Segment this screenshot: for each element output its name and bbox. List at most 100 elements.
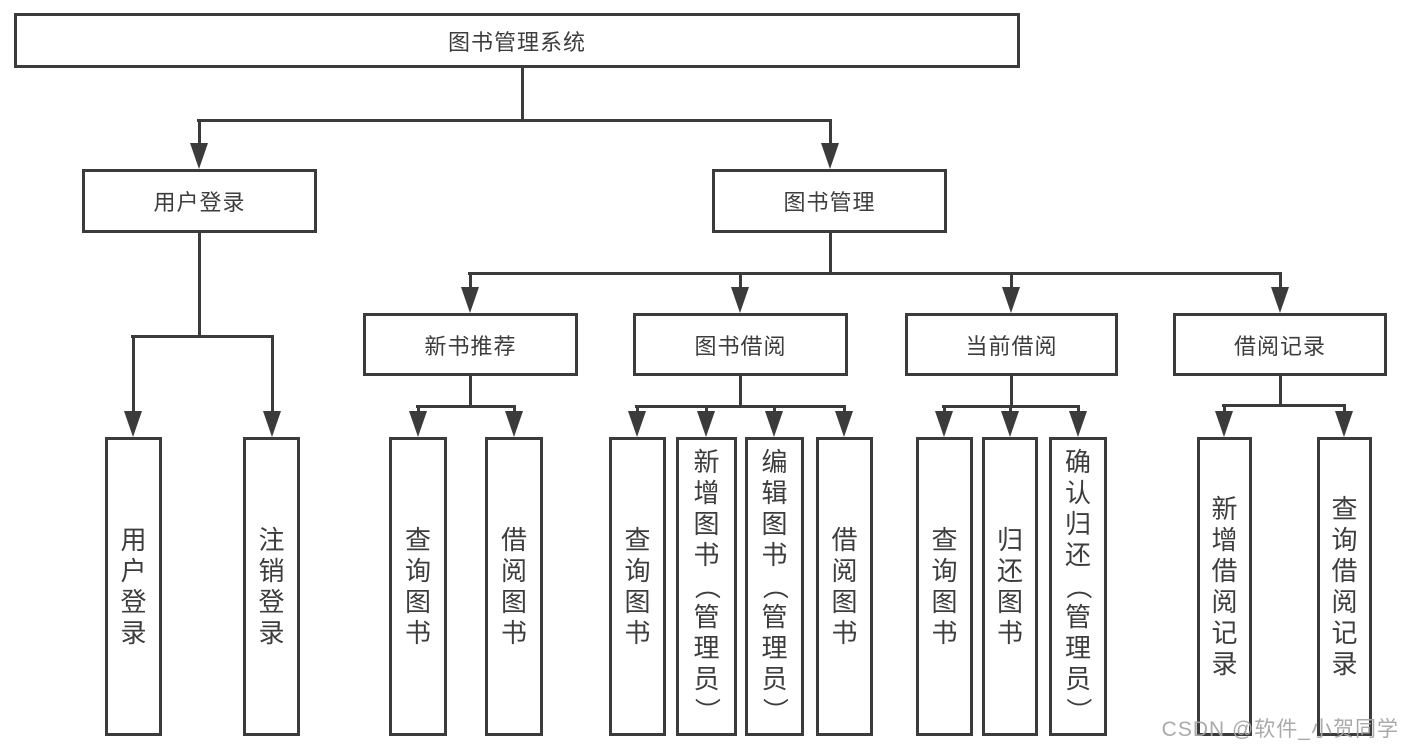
leaf-recommend-borrow-books: 借阅图书 <box>485 437 543 736</box>
node-label-char: 图 <box>831 586 858 617</box>
connector-line <box>1009 405 1012 414</box>
node-label-char: 还 <box>996 555 1023 586</box>
connector-line <box>843 405 846 414</box>
leaf-query-borrow-record: 查询借阅记录 <box>1317 437 1372 736</box>
connector-line <box>636 405 639 414</box>
connector-line <box>739 376 742 407</box>
node-label-char: 阅 <box>1211 586 1238 617</box>
node-label-char: （ <box>692 573 722 600</box>
leaf-user-login: 用户登录 <box>105 437 162 736</box>
arrowhead-icon <box>731 287 749 313</box>
connector-line <box>131 335 273 338</box>
node-label-char: 员 <box>1064 664 1091 694</box>
node-book-management: 图书管理 <box>712 169 947 233</box>
arrowhead-icon <box>1215 411 1233 437</box>
connector-line <box>773 405 776 414</box>
node-label-char: 销 <box>258 555 285 586</box>
node-label-char: 阅 <box>1331 586 1358 617</box>
node-label-char: 查 <box>1331 493 1358 524</box>
connector-line <box>1010 376 1013 407</box>
connector-line <box>1077 405 1080 414</box>
node-label-char: 管 <box>1064 602 1091 632</box>
connector-line <box>513 405 516 414</box>
arrowhead-icon <box>263 411 281 437</box>
node-label-char: 录 <box>1211 648 1238 679</box>
connector-line <box>1343 404 1346 414</box>
node-label-char: 录 <box>1331 648 1358 679</box>
node-label-char: 新 <box>1211 493 1238 524</box>
node-label-char: 用 <box>120 524 147 555</box>
leaf-borrowing-query-books: 查询图书 <box>609 437 666 736</box>
connector-line <box>829 233 832 274</box>
connector-line <box>1222 404 1346 407</box>
node-label-char: 阅 <box>500 555 527 586</box>
connector-line <box>198 233 201 337</box>
node-label-char: 书 <box>500 617 527 648</box>
csdn-watermark: CSDN @软件_小贺同学 <box>1161 718 1399 741</box>
node-user-login: 用户登录 <box>82 169 317 233</box>
connector-line <box>1223 404 1226 414</box>
leaf-confirm-return-admin: 确认归还（管理员） <box>1049 437 1107 736</box>
node-label-char: 登 <box>120 586 147 617</box>
node-label-char: 图 <box>931 586 958 617</box>
node-current-borrowing: 当前借阅 <box>905 313 1118 376</box>
node-label-char: 员 <box>693 664 720 694</box>
node-label-char: 新 <box>693 447 720 477</box>
node-label-char: 询 <box>931 555 958 586</box>
node-label-char: 登 <box>258 586 285 617</box>
connector-line <box>829 119 832 146</box>
node-label-char: 还 <box>1064 540 1091 570</box>
connector-line <box>521 68 524 121</box>
node-borrowing-records: 借阅记录 <box>1173 313 1387 376</box>
node-label-char: 书 <box>624 617 651 648</box>
arrowhead-icon <box>1335 411 1353 437</box>
node-label-char: 借 <box>500 524 527 555</box>
node-label-char: 理 <box>761 633 788 663</box>
connector-line <box>468 272 1281 275</box>
node-label: 图书管理系统 <box>447 29 586 55</box>
arrowhead-icon <box>1069 411 1087 437</box>
node-label-char: 理 <box>1064 633 1091 663</box>
node-label-char: 图 <box>761 509 788 539</box>
leaf-add-books-admin: 新增图书（管理员） <box>676 437 737 736</box>
leaf-add-borrow-record: 新增借阅记录 <box>1197 437 1252 736</box>
arrowhead-icon <box>505 411 523 437</box>
leaf-edit-books-admin: 编辑图书（管理员） <box>745 437 804 736</box>
connector-line <box>416 405 516 408</box>
node-book-borrowing: 图书借阅 <box>633 313 848 376</box>
node-label-char: 借 <box>1211 555 1238 586</box>
node-label-char: 编 <box>761 447 788 477</box>
node-label-char: 增 <box>1211 524 1238 555</box>
node-label-char: 书 <box>761 540 788 570</box>
node-label: 新书推荐 <box>424 333 517 359</box>
node-label-char: （ <box>760 573 790 600</box>
connector-line <box>705 405 708 414</box>
node-label-char: 查 <box>624 524 651 555</box>
node-label-char: 录 <box>120 617 147 648</box>
connector-line <box>469 272 472 290</box>
leaf-recommend-query-books: 查询图书 <box>389 437 447 736</box>
connector-line <box>1279 272 1282 290</box>
node-label: 用户登录 <box>153 190 246 215</box>
node-label-char: 书 <box>831 617 858 648</box>
arrowhead-icon <box>935 411 953 437</box>
node-label-char: 书 <box>693 540 720 570</box>
node-label-char: 借 <box>831 524 858 555</box>
node-label-char: 询 <box>624 555 651 586</box>
node-label-char: ） <box>692 697 722 724</box>
arrowhead-icon <box>628 411 646 437</box>
connector-line <box>469 376 472 407</box>
node-label-char: 记 <box>1331 617 1358 648</box>
node-library-management-system: 图书管理系统 <box>14 13 1020 68</box>
node-label-char: 员 <box>761 664 788 694</box>
arrowhead-icon <box>190 143 208 169</box>
node-label-char: 书 <box>996 617 1023 648</box>
leaf-current-query-books: 查询图书 <box>916 437 973 736</box>
node-label-char: 确 <box>1064 447 1091 477</box>
arrowhead-icon <box>821 143 839 169</box>
arrowhead-icon <box>461 287 479 313</box>
leaf-borrowing-borrow-books: 借阅图书 <box>816 437 873 736</box>
node-label-char: 询 <box>404 555 431 586</box>
node-label-char: 查 <box>404 524 431 555</box>
